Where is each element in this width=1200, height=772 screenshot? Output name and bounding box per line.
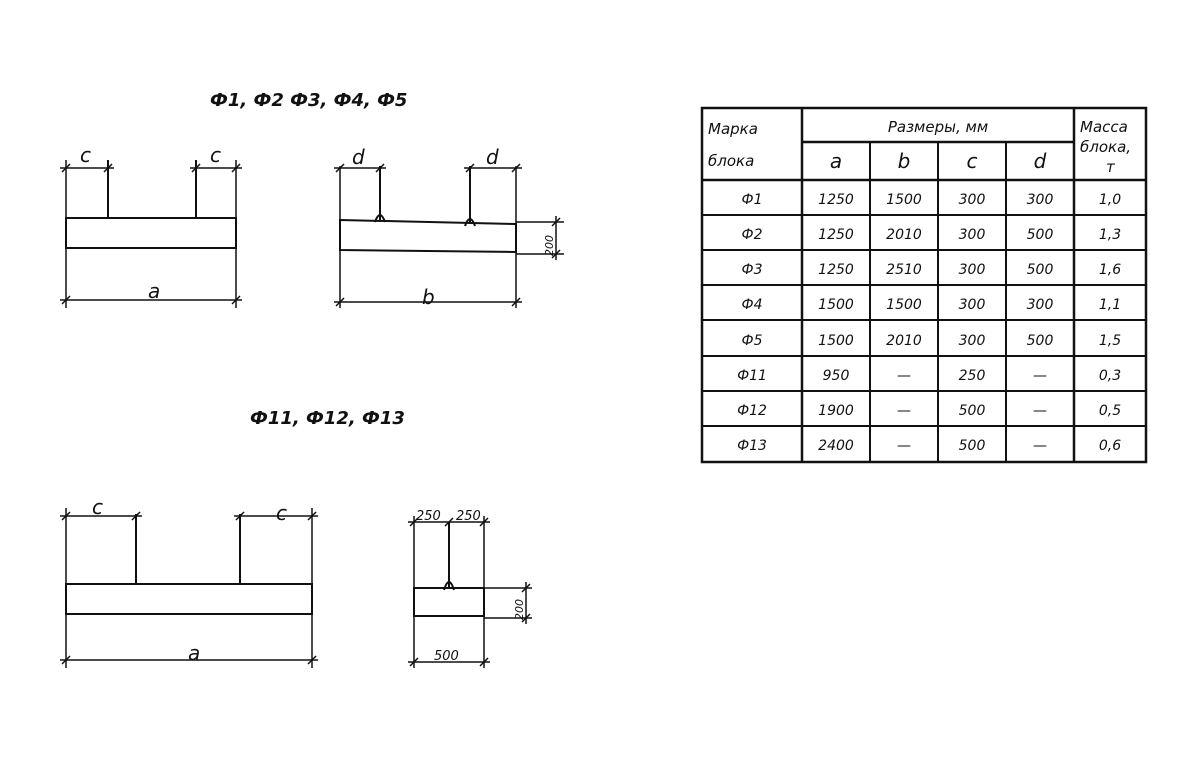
drawing-bottom-front: c c a — [60, 495, 318, 668]
cell-c: 500 — [959, 438, 986, 454]
cell-a: 1250 — [818, 262, 854, 278]
cell-b: 1500 — [886, 297, 922, 313]
cell-b: 2010 — [886, 333, 922, 349]
dim-c-left: c — [80, 143, 91, 167]
cell-a: 1250 — [818, 192, 854, 208]
th-mark-line1: Марка — [708, 120, 758, 138]
dim-c-left-bottom: c — [92, 495, 103, 519]
dim-d-right: d — [486, 145, 499, 169]
cell-d: 500 — [1027, 333, 1054, 349]
cell-mass: 0,6 — [1099, 438, 1121, 454]
th-mass-line3: т — [1106, 158, 1116, 176]
cell-mark: Ф3 — [742, 262, 763, 278]
cell-b: 2510 — [886, 262, 922, 278]
drawing-top-front: c c a — [60, 143, 242, 308]
th-mark-line2: блока — [708, 152, 754, 170]
dim-200-bottom: 200 — [513, 599, 526, 620]
table-row: Ф3 1250 2510 300 500 1,6 — [742, 262, 1122, 278]
dim-250-right: 250 — [456, 509, 481, 524]
dim-c-right: c — [210, 143, 221, 167]
cell-c: 300 — [959, 227, 986, 243]
dim-250-left: 250 — [416, 509, 441, 524]
cell-b: 2010 — [886, 227, 922, 243]
cell-c: 300 — [959, 192, 986, 208]
cell-b: 1500 — [886, 192, 922, 208]
dim-c-right-bottom: c — [276, 501, 287, 525]
cell-mark: Ф1 — [742, 192, 763, 208]
cell-mass: 1,1 — [1099, 297, 1121, 313]
cell-mark: Ф2 — [742, 227, 763, 243]
cell-b: — — [897, 438, 911, 454]
dim-b: b — [422, 285, 435, 309]
cell-a: 1500 — [818, 297, 854, 313]
cell-mark: Ф4 — [742, 297, 763, 313]
table-row: Ф11 950 — 250 — 0,3 — [737, 368, 1121, 384]
th-col-d: d — [1034, 149, 1047, 173]
cell-c: 300 — [959, 297, 986, 313]
cell-d: 500 — [1027, 227, 1054, 243]
th-sizes: Размеры, мм — [888, 118, 988, 136]
cell-mark: Ф11 — [737, 368, 767, 384]
cell-mark: Ф13 — [737, 438, 767, 454]
cell-mass: 1,6 — [1099, 262, 1121, 278]
cell-b: — — [897, 368, 911, 384]
cell-d: — — [1033, 403, 1047, 419]
table-row: Ф13 2400 — 500 — 0,6 — [737, 438, 1121, 454]
dim-200-top: 200 — [543, 235, 556, 256]
table-row: Ф1 1250 1500 300 300 1,0 — [742, 192, 1122, 208]
table-row: Ф12 1900 — 500 — 0,5 — [737, 403, 1121, 419]
dim-500: 500 — [434, 649, 459, 664]
cell-c: 300 — [959, 333, 986, 349]
table-row: Ф2 1250 2010 300 500 1,3 — [742, 227, 1122, 243]
cell-mass: 0,5 — [1099, 403, 1121, 419]
th-col-c: c — [967, 149, 978, 173]
cell-a: 1250 — [818, 227, 854, 243]
cell-a: 1900 — [818, 403, 854, 419]
cell-mass: 1,0 — [1099, 192, 1121, 208]
cell-mark: Ф5 — [742, 333, 763, 349]
drawing-top-side: d d b 200 — [334, 145, 564, 309]
cell-d: 300 — [1027, 297, 1054, 313]
cell-c: 250 — [959, 368, 986, 384]
drawing-bottom-side: 250 250 500 200 — [408, 509, 532, 668]
cell-mass: 1,5 — [1099, 333, 1121, 349]
dim-a-bottom: a — [188, 641, 200, 665]
th-col-a: a — [830, 149, 842, 173]
table-row: Ф5 1500 2010 300 500 1,5 — [742, 333, 1122, 349]
cell-mark: Ф12 — [737, 403, 767, 419]
blocks-table: Марка блока Размеры, мм Масса блока, т a… — [700, 106, 1148, 464]
cell-d: — — [1033, 438, 1047, 454]
header-top-blocks: Ф1, Ф2 Ф3, Ф4, Ф5 — [210, 90, 407, 111]
cell-d: 300 — [1027, 192, 1054, 208]
cell-b: — — [897, 403, 911, 419]
cell-d: 500 — [1027, 262, 1054, 278]
th-col-b: b — [898, 149, 911, 173]
cell-a: 950 — [823, 368, 850, 384]
dim-d-left: d — [352, 145, 365, 169]
table-row: Ф4 1500 1500 300 300 1,1 — [742, 297, 1122, 313]
cell-a: 2400 — [818, 438, 854, 454]
cell-c: 500 — [959, 403, 986, 419]
cell-c: 300 — [959, 262, 986, 278]
dim-a: a — [148, 279, 160, 303]
th-mass-line1: Масса — [1080, 118, 1128, 136]
cell-mass: 1,3 — [1099, 227, 1121, 243]
cell-mass: 0,3 — [1099, 368, 1121, 384]
header-bottom-blocks: Ф11, Ф12, Ф13 — [250, 408, 405, 429]
cell-d: — — [1033, 368, 1047, 384]
cell-a: 1500 — [818, 333, 854, 349]
th-mass-line2: блока, — [1080, 138, 1131, 156]
